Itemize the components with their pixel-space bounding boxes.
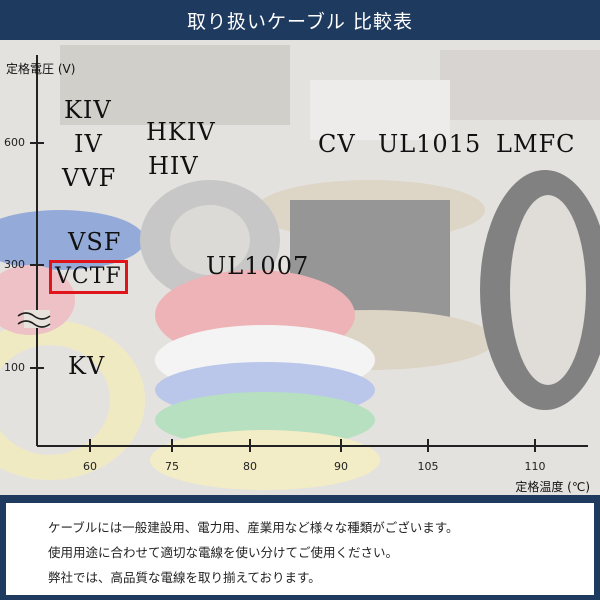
x-tick-label: 110 xyxy=(524,460,546,473)
cable-label-vsf: VSF xyxy=(68,228,122,256)
cable-label-vctf-highlighted: VCTF xyxy=(49,260,128,294)
x-tick-label: 80 xyxy=(243,460,257,473)
background-photo xyxy=(0,40,600,495)
x-axis-label: 定格温度 (℃) xyxy=(515,480,590,494)
cable-label-hiv: HIV xyxy=(148,152,199,180)
x-tick-label: 90 xyxy=(334,460,348,473)
cable-comparison-chart: 定格電圧 (V) 定格温度 (℃) 600 300 100 60 75 80 9… xyxy=(0,40,600,495)
cable-label-cv: CV xyxy=(318,130,356,158)
cable-label-ul1015: UL1015 xyxy=(378,130,482,158)
y-tick-label: 300 xyxy=(4,258,25,271)
x-tick-label: 105 xyxy=(417,460,439,473)
cable-label-ul1007: UL1007 xyxy=(206,252,310,280)
y-tick-label: 600 xyxy=(4,136,25,149)
x-tick-label: 60 xyxy=(83,460,97,473)
cable-label-hkiv: HKIV xyxy=(146,118,216,146)
page-header: 取り扱いケーブル 比較表 xyxy=(0,0,600,40)
description-line: 使用用途に合わせて適切な電線を使い分けてご使用ください。 xyxy=(48,545,399,560)
description-box: ケーブルには一般建設用、電力用、産業用など様々な種類がございます。 使用用途に合… xyxy=(6,503,594,595)
page-title: 取り扱いケーブル 比較表 xyxy=(187,10,413,33)
cable-label-iv: IV xyxy=(74,130,103,158)
x-tick-label: 75 xyxy=(165,460,179,473)
footer: ケーブルには一般建設用、電力用、産業用など様々な種類がございます。 使用用途に合… xyxy=(0,495,600,600)
cable-label-kiv: KIV xyxy=(64,96,112,124)
cable-label-vvf: VVF xyxy=(62,164,117,192)
description-line: 弊社では、高品質な電線を取り揃えております。 xyxy=(48,570,321,585)
y-axis-label: 定格電圧 (V) xyxy=(6,62,76,76)
description-line: ケーブルには一般建設用、電力用、産業用など様々な種類がございます。 xyxy=(48,520,459,535)
y-tick-label: 100 xyxy=(4,361,25,374)
cable-label-kv: KV xyxy=(68,352,106,380)
cable-label-lmfc: LMFC xyxy=(496,130,576,158)
